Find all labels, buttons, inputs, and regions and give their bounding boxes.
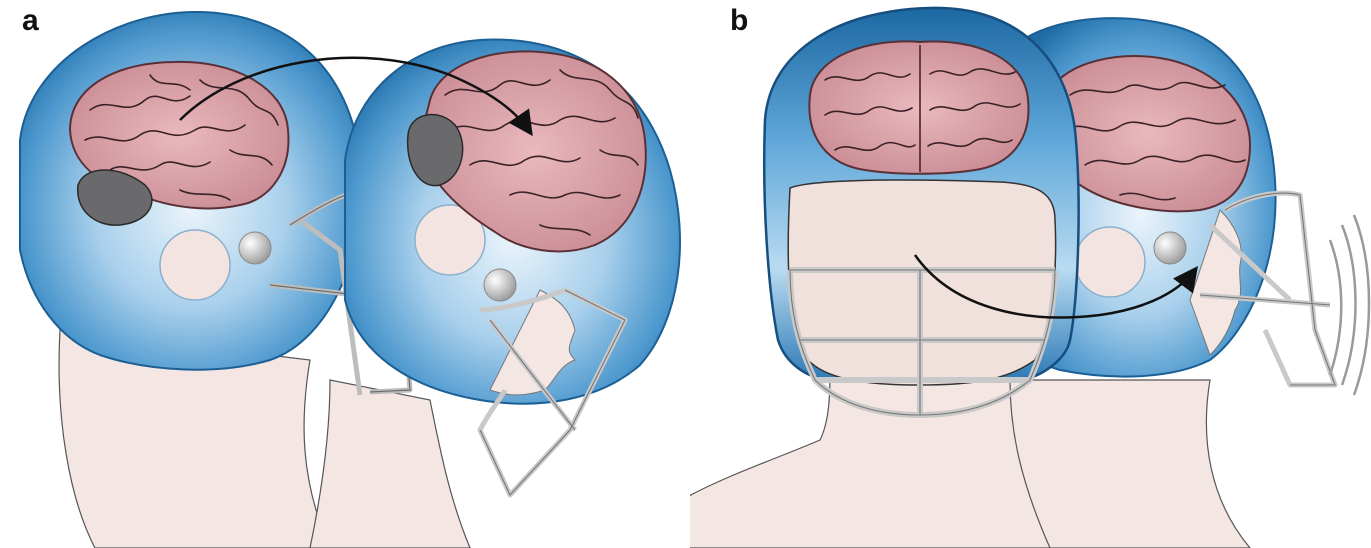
panel-b: b — [690, 0, 1371, 548]
player-1-brain — [70, 62, 288, 225]
player-2-cerebellum — [408, 115, 463, 186]
player-4-chinstrap-snap — [1154, 232, 1186, 264]
player-1-chinstrap-snap — [239, 232, 271, 264]
panel-a: a — [0, 0, 690, 548]
player-2-chinstrap-snap — [484, 269, 516, 301]
motion-lines — [1330, 215, 1369, 395]
player-2-neck — [310, 380, 470, 548]
player-3-brain — [809, 41, 1028, 173]
panel-b-illustration — [690, 0, 1371, 548]
player-4-neck — [1010, 380, 1250, 548]
player-1-ear-pad — [160, 230, 230, 300]
panel-a-illustration — [0, 0, 690, 548]
player-4-ear-pad — [1075, 227, 1145, 297]
